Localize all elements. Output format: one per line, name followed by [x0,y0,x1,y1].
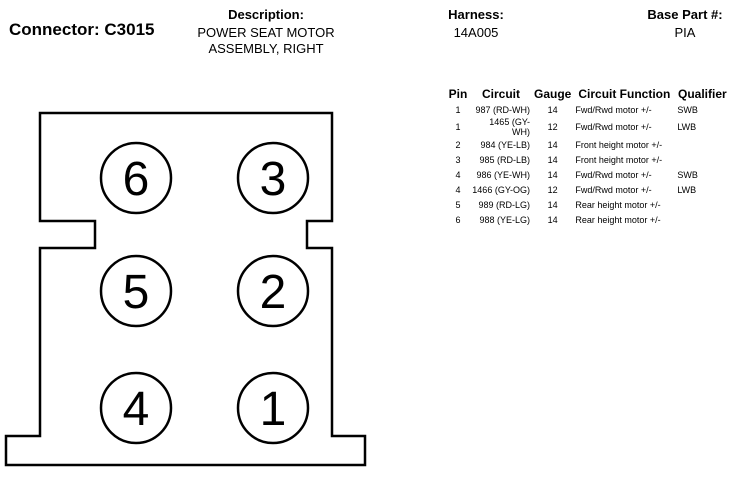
circuit-column-header: Circuit [481,86,520,101]
pin-table: Pin Circuit Gauge Circuit Function Quali… [446,85,729,227]
base-part-label: Base Part #: [647,7,723,22]
description-label: Description: [228,7,304,22]
pin-circle [99,371,173,445]
circuit-function-cell: Fwd/Rwd motor +/- [575,104,652,115]
harness-value: 14A005 [453,25,499,40]
gauge-cell: 14 [547,104,558,115]
pin-circle [236,371,310,445]
table-row: 1 987 (RD-WH) 14 Fwd/Rwd motor +/- SWB [446,102,729,117]
table-row: 1 1465 (GY-WH) 12 Fwd/Rwd motor +/- LWB [446,117,729,137]
pin-table-header-row: Pin Circuit Gauge Circuit Function Quali… [446,85,729,102]
gauge-column-header: Gauge [534,86,572,101]
circuit-function-cell: Fwd/Rwd motor +/- [575,169,652,180]
pin-circle [99,254,173,328]
pin-number-label: 5 [123,266,150,319]
pin-cell: 1 [455,104,461,115]
circuit-cell: 989 (RD-LG) [478,199,530,210]
pin-cell: 4 [455,184,461,195]
table-row: 4 986 (YE-WH) 14 Fwd/Rwd motor +/- SWB [446,167,729,182]
description-line-1: POWER SEAT MOTOR [197,25,335,40]
base-part-value: PIA [674,25,696,40]
circuit-function-cell: Front height motor +/- [575,139,663,150]
circuit-cell: 985 (RD-LB) [479,154,530,165]
gauge-cell: 14 [547,139,558,150]
pin-cell: 5 [455,199,461,210]
qualifier-column-header: Qualifier [678,86,727,101]
pin-number-label: 4 [123,383,150,436]
circuit-cell: 984 (YE-LB) [480,139,530,150]
pin-cell: 2 [455,139,461,150]
circuit-cell: 1465 (GY-WH) [489,117,530,137]
circuit-function-cell: Fwd/Rwd motor +/- [575,184,652,195]
connector-title: Connector: C3015 [9,20,155,39]
circuit-cell: 988 (YE-LG) [479,214,530,225]
gauge-cell: 14 [547,214,558,225]
gauge-cell: 12 [547,122,558,132]
connector-housing-outline [4,111,367,467]
circuit-cell: 987 (RD-WH) [475,104,530,115]
pin-cell: 4 [455,169,461,180]
circuit-cell: 1466 (GY-OG) [472,184,530,195]
gauge-cell: 14 [547,199,558,210]
pin-circle [99,141,173,215]
circuit-function-cell: Fwd/Rwd motor +/- [575,122,652,132]
pin-number-label: 3 [260,153,287,206]
qualifier-cell: SWB [677,169,698,180]
pin-column-header: Pin [448,86,468,101]
qualifier-cell: LWB [677,184,697,195]
table-row: 6 988 (YE-LG) 14 Rear height motor +/- [446,212,729,227]
circuit-cell: 986 (YE-WH) [476,169,530,180]
pin-number-label: 1 [260,383,287,436]
circuit-function-cell: Front height motor +/- [575,154,663,165]
table-row: 3 985 (RD-LB) 14 Front height motor +/- [446,152,729,167]
table-row: 4 1466 (GY-OG) 12 Fwd/Rwd motor +/- LWB [446,182,729,197]
pin-circle [236,254,310,328]
circuit-function-cell: Rear height motor +/- [575,214,661,225]
circuit-function-cell: Rear height motor +/- [575,199,661,210]
pin-number-label: 2 [260,266,287,319]
pin-cell: 3 [455,154,461,165]
pin-number-label: 6 [123,153,150,206]
pin-circle [236,141,310,215]
gauge-cell: 14 [547,169,558,180]
pin-cell: 1 [455,122,461,132]
circuit-function-column-header: Circuit Function [578,86,671,101]
table-row: 5 989 (RD-LG) 14 Rear height motor +/- [446,197,729,212]
qualifier-cell: LWB [677,122,697,132]
description-line-2: ASSEMBLY, RIGHT [208,41,324,56]
table-row: 2 984 (YE-LB) 14 Front height motor +/- [446,137,729,152]
qualifier-cell: SWB [677,104,698,115]
pin-cell: 6 [455,214,461,225]
gauge-cell: 12 [547,184,558,195]
harness-label: Harness: [448,7,504,22]
gauge-cell: 14 [547,154,558,165]
